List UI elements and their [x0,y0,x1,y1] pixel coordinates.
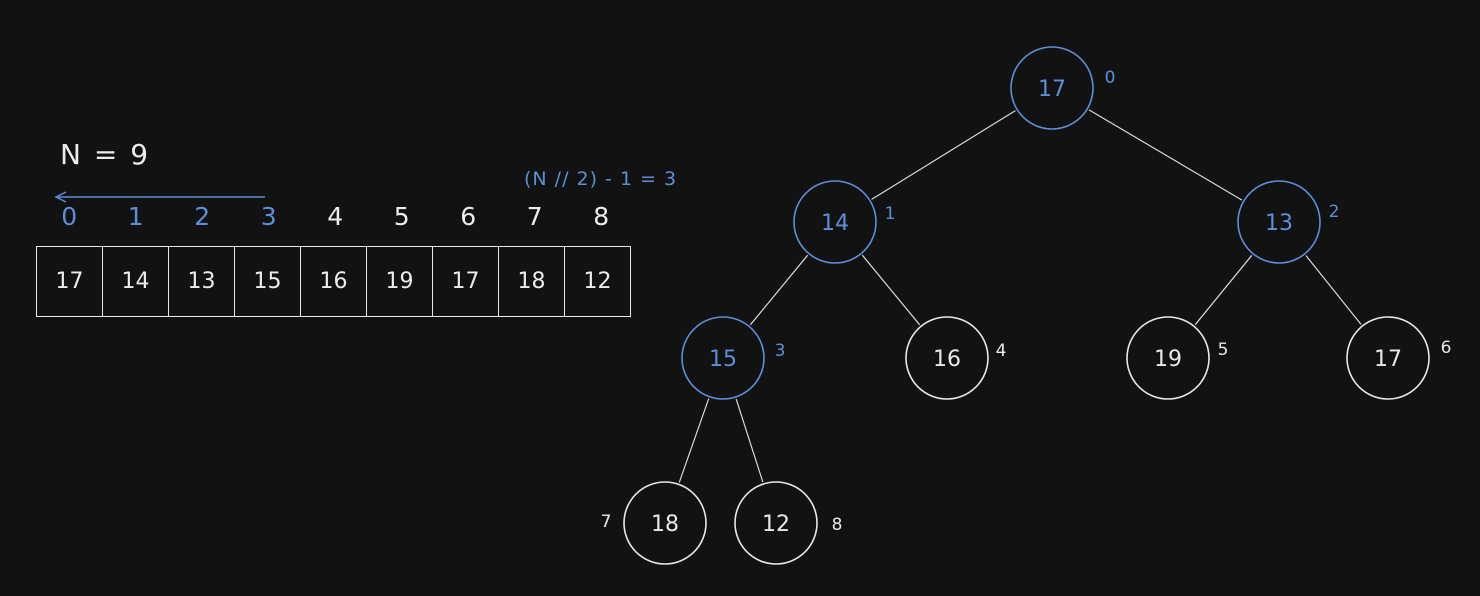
tree-node-index: 6 [1441,338,1452,358]
tree-node-index: 2 [1329,202,1340,222]
tree-nodes: 17 0 14 1 13 2 15 3 16 4 19 5 17 6 18 7 12 8 [601,46,1452,565]
tree-node-index: 0 [1105,68,1116,88]
tree-edges [678,109,1362,483]
tree-node [623,481,707,565]
array-row: 17 14 13 15 16 19 17 18 12 [36,246,631,317]
tree-node [1237,180,1321,264]
tree-node-value: 18 [651,512,679,537]
tree-node [793,180,877,264]
tree-edge [1088,109,1243,201]
tree-edge [1194,254,1253,326]
tree-node [734,481,818,565]
array-cell: 17 [37,246,103,317]
array-cell: 19 [367,246,433,317]
tree-node-value: 15 [709,347,737,372]
array-cell: 18 [499,246,565,317]
tree-node-value: 17 [1374,347,1402,372]
tree-node-index: 8 [832,515,843,535]
tree-edge [861,254,921,326]
tree-node [681,316,765,400]
tree-node-index: 1 [885,204,896,224]
array-index: 6 [460,202,477,231]
array-index: 7 [526,202,543,231]
tree-node-index: 3 [775,341,786,361]
array-cell: 15 [235,246,301,317]
tree-edge [871,110,1016,200]
tree-node-value: 12 [762,512,790,537]
tree-edge [678,398,710,483]
scan-direction-arrowhead [54,191,67,203]
array-cell: 17 [433,246,499,317]
n-label: N = 9 [60,138,151,171]
array-cell: 12 [565,246,631,317]
tree-edge [1305,255,1362,325]
tree-node-value: 13 [1265,211,1293,236]
array-index-row: 0 1 2 3 4 5 6 7 8 [36,202,635,231]
array-index: 3 [260,202,277,231]
tree-node [1346,316,1430,400]
array-index: 1 [127,202,144,231]
tree-node [905,316,989,400]
tree-node-value: 17 [1038,77,1066,102]
tree-node-index: 5 [1218,340,1229,360]
tree-node-index: 4 [996,341,1007,361]
tree-node-value: 19 [1154,347,1182,372]
array-cell: 16 [301,246,367,317]
array-cell: 13 [169,246,235,317]
array-cell: 14 [103,246,169,317]
tree-node-index: 7 [601,512,612,532]
tree-node-value: 14 [821,211,849,236]
array-index: 5 [393,202,410,231]
tree-edge [735,398,764,483]
tree-node [1010,46,1094,130]
formula-label: (N // 2) - 1 = 3 [524,168,678,190]
array-index: 4 [327,202,344,231]
tree-edge [749,254,809,326]
tree-node [1126,316,1210,400]
array-index: 2 [194,202,211,231]
array-index: 8 [593,202,610,231]
tree-node-value: 16 [933,347,961,372]
array-index: 0 [61,202,78,231]
